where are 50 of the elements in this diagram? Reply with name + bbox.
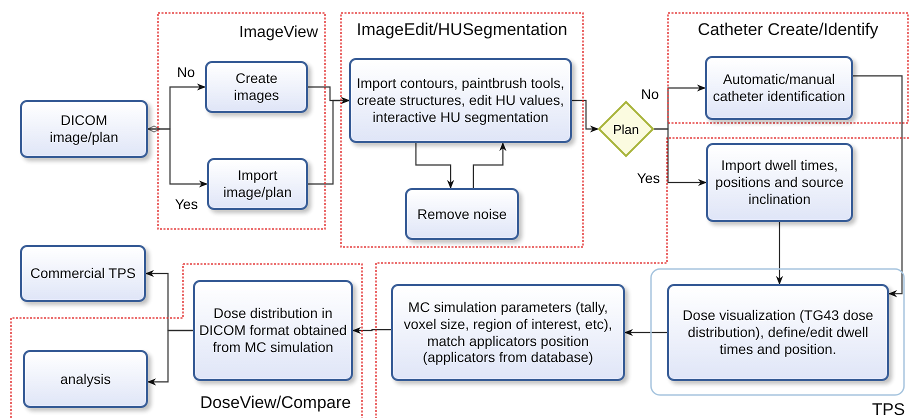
arrow bbox=[776, 222, 784, 285]
box-text: Remove noise bbox=[417, 206, 507, 222]
edge-label: Yes bbox=[636, 170, 661, 186]
process-box bbox=[706, 143, 853, 222]
process-box bbox=[349, 58, 572, 143]
process-box bbox=[20, 245, 146, 302]
group-region bbox=[340, 12, 584, 248]
arrow bbox=[352, 326, 391, 334]
process-box bbox=[193, 280, 353, 381]
group-region bbox=[10, 263, 363, 418]
process-box bbox=[667, 284, 889, 381]
arrow bbox=[147, 330, 193, 386]
arrow bbox=[415, 143, 454, 189]
box-text: Automatic/manual catheter identification bbox=[712, 71, 846, 105]
process-box bbox=[391, 284, 625, 381]
process-box bbox=[207, 158, 308, 210]
box-text: analysis bbox=[60, 370, 111, 388]
process-box bbox=[23, 350, 148, 408]
process-box bbox=[705, 56, 853, 120]
box-text: Dose visualization (TG43 dose distribution), define/edit dwell times and position. bbox=[682, 307, 874, 358]
decision-diamond bbox=[598, 101, 654, 157]
group-region bbox=[157, 12, 326, 230]
box-text: Create images bbox=[232, 70, 280, 104]
group-title: DoseView/Compare bbox=[200, 393, 351, 413]
group-region bbox=[667, 12, 909, 124]
group-title: ImageView bbox=[239, 24, 318, 42]
arrow bbox=[148, 128, 208, 188]
group-title: TPS bbox=[872, 400, 905, 418]
arrow bbox=[572, 100, 599, 133]
group-title: ImageEdit/HUSegmentation bbox=[356, 20, 568, 40]
edge-label: No bbox=[176, 64, 196, 80]
edge-label: Yes bbox=[174, 196, 199, 212]
group-title: Catheter Create/Identify bbox=[696, 20, 880, 40]
process-box bbox=[20, 100, 148, 158]
arrow bbox=[624, 328, 667, 336]
arrow bbox=[308, 96, 350, 185]
decision-label: Plan bbox=[612, 122, 640, 136]
box-text: DICOM image/plan bbox=[48, 112, 120, 146]
process-box bbox=[205, 61, 308, 113]
arrow bbox=[654, 128, 707, 186]
box-text: Import image/plan bbox=[222, 167, 293, 201]
box-text: Import dwell times, positions and source inclination bbox=[714, 157, 845, 208]
box-text: Import contours, paintbrush tools, create structures, edit HU values, interactive HU segmentation bbox=[356, 75, 566, 126]
arrow bbox=[472, 142, 506, 188]
arrow bbox=[853, 75, 903, 298]
process-box bbox=[405, 188, 519, 240]
edge-label: No bbox=[640, 86, 660, 102]
box-text: Commercial TPS bbox=[30, 265, 136, 282]
box-text: Dose distribution in DICOM format obtained from MC simulation bbox=[199, 305, 347, 356]
box-text: MC simulation parameters (tally, voxel size, region of interest, etc), match applicators position (applicators from database) bbox=[402, 298, 614, 366]
